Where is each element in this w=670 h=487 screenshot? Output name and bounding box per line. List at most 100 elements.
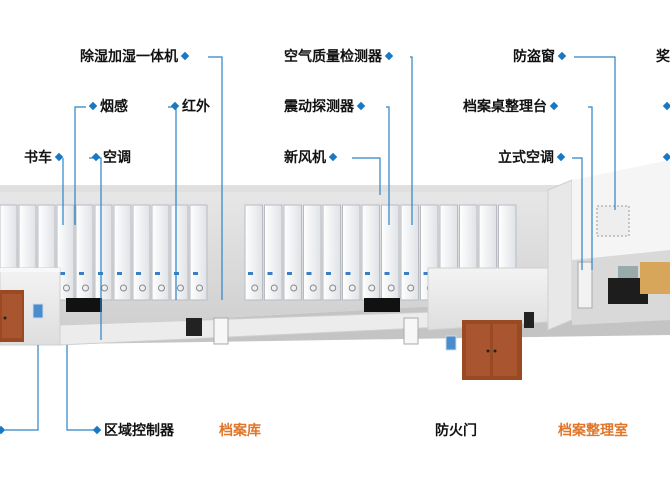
marker-infrared xyxy=(170,101,180,111)
fire-door-left xyxy=(0,290,24,342)
middle-cabinet-wheel xyxy=(290,284,298,292)
middle-cabinet-wheel xyxy=(329,284,337,292)
compact-shelving-middle xyxy=(244,204,517,301)
label-archive-storage: 档案库 xyxy=(219,423,261,439)
left-cabinet xyxy=(170,204,189,301)
middle-cabinet xyxy=(322,204,341,301)
left-cabinet-wheel xyxy=(82,284,89,292)
label-anti-theft-window: 防盗窗 xyxy=(513,49,569,65)
middle-cabinet-panel xyxy=(365,272,370,275)
middle-cabinet xyxy=(303,204,322,301)
label-vibration-detector: 震动探测器 xyxy=(284,99,368,115)
middle-cabinet xyxy=(342,204,361,301)
fire-door xyxy=(462,320,522,380)
floor-unit-middle xyxy=(403,317,419,345)
left-cabinet-wheel xyxy=(177,284,184,292)
label-fresh-air: 新风机 xyxy=(284,150,340,166)
left-cabinet-wheel xyxy=(63,284,70,292)
back-wall xyxy=(0,185,560,192)
middle-cabinet xyxy=(361,204,380,301)
label-standing-ac: 立式空调 xyxy=(498,150,568,166)
standing-air-conditioner xyxy=(577,261,593,309)
marker-archive-desk xyxy=(549,101,559,111)
label-zone-controller: 区域控制器 xyxy=(90,423,174,439)
archive-room-interior xyxy=(572,160,670,325)
middle-cabinet-wheel xyxy=(387,284,395,292)
middle-cabinet xyxy=(283,204,302,301)
fresh-air-unit-middle xyxy=(364,298,400,312)
anti-theft-window xyxy=(596,205,630,237)
left-cabinet xyxy=(94,204,113,301)
middle-cabinet-panel xyxy=(306,272,312,275)
marker-left-bottom xyxy=(0,425,6,435)
middle-cabinet xyxy=(400,204,419,301)
label-dehumidifier: 除湿加湿一体机 xyxy=(80,49,192,65)
middle-cabinet xyxy=(264,204,283,301)
label-archive-desk: 档案桌整理台 xyxy=(463,99,561,115)
partition-wall xyxy=(547,179,573,331)
left-cabinet xyxy=(151,204,170,301)
middle-cabinet-wheel xyxy=(348,284,356,292)
label-air-conditioner: 空调 xyxy=(89,150,131,166)
floor-unit-black-left xyxy=(186,318,202,336)
middle-cabinet-panel xyxy=(345,272,351,275)
left-cabinet-panel xyxy=(155,272,160,275)
archive-desk xyxy=(640,262,670,294)
left-cabinet-panel xyxy=(79,272,84,275)
middle-cabinet-panel xyxy=(404,272,409,275)
marker-standing-ac xyxy=(556,152,566,162)
marker-right-2 xyxy=(662,101,670,111)
marker-air-quality xyxy=(384,51,394,61)
middle-cabinet-panel xyxy=(384,272,390,275)
left-cabinet-panel xyxy=(136,272,141,275)
label-left-dot-bottom xyxy=(0,423,8,439)
label-archive-room: 档案整理室 xyxy=(558,423,628,439)
middle-cabinet-panel xyxy=(423,272,429,275)
marker-air-conditioner xyxy=(91,152,101,162)
middle-cabinet xyxy=(244,204,263,301)
middle-cabinet-panel xyxy=(248,272,253,275)
fresh-air-unit-left xyxy=(66,298,102,312)
middle-cabinet-panel xyxy=(287,272,292,275)
label-book-cart: 书车 xyxy=(24,150,66,166)
left-cabinet-wheel xyxy=(196,284,203,292)
marker-dehumidifier xyxy=(180,51,190,61)
middle-cabinet-panel xyxy=(326,272,331,275)
left-cabinet-wheel xyxy=(158,284,165,292)
floor-unit-black-middle xyxy=(524,312,534,328)
dehumidifier-unit xyxy=(213,317,229,345)
label-right-cut-top: 奖 xyxy=(656,49,670,65)
marker-vibration xyxy=(356,101,366,111)
label-right-dot-2 xyxy=(660,99,670,115)
left-cabinet xyxy=(56,204,75,301)
label-air-quality: 空气质量检测器 xyxy=(284,49,396,65)
left-cabinet xyxy=(113,204,132,301)
middle-cabinet-wheel xyxy=(309,284,317,292)
marker-book-cart xyxy=(54,152,64,162)
marker-smoke xyxy=(88,101,98,111)
label-fire-door: 防火门 xyxy=(435,423,477,439)
access-panel-left xyxy=(32,303,44,319)
middle-cabinet-wheel xyxy=(368,284,376,292)
middle-cabinet-panel xyxy=(267,272,273,275)
middle-cabinet-wheel xyxy=(407,284,415,292)
left-cabinet-wheel xyxy=(139,284,146,292)
left-cabinet xyxy=(75,204,94,301)
label-right-dot-3 xyxy=(660,150,670,166)
marker-zone-controller xyxy=(92,425,102,435)
marker-anti-theft-window xyxy=(557,51,567,61)
marker-fresh-air xyxy=(328,152,338,162)
left-cabinet xyxy=(132,204,151,301)
left-cabinet-panel xyxy=(117,272,122,275)
access-panel-middle xyxy=(445,335,457,351)
middle-cabinet-wheel xyxy=(251,284,259,292)
marker-right-3 xyxy=(662,152,670,162)
label-infrared: 红外 xyxy=(168,99,210,115)
left-cabinet-wheel xyxy=(120,284,127,292)
left-cabinet-panel xyxy=(193,272,198,275)
label-smoke-detector: 烟感 xyxy=(86,99,128,115)
left-cabinet xyxy=(189,204,208,301)
middle-cabinet-wheel xyxy=(270,284,278,292)
left-cabinet-panel xyxy=(60,272,65,275)
